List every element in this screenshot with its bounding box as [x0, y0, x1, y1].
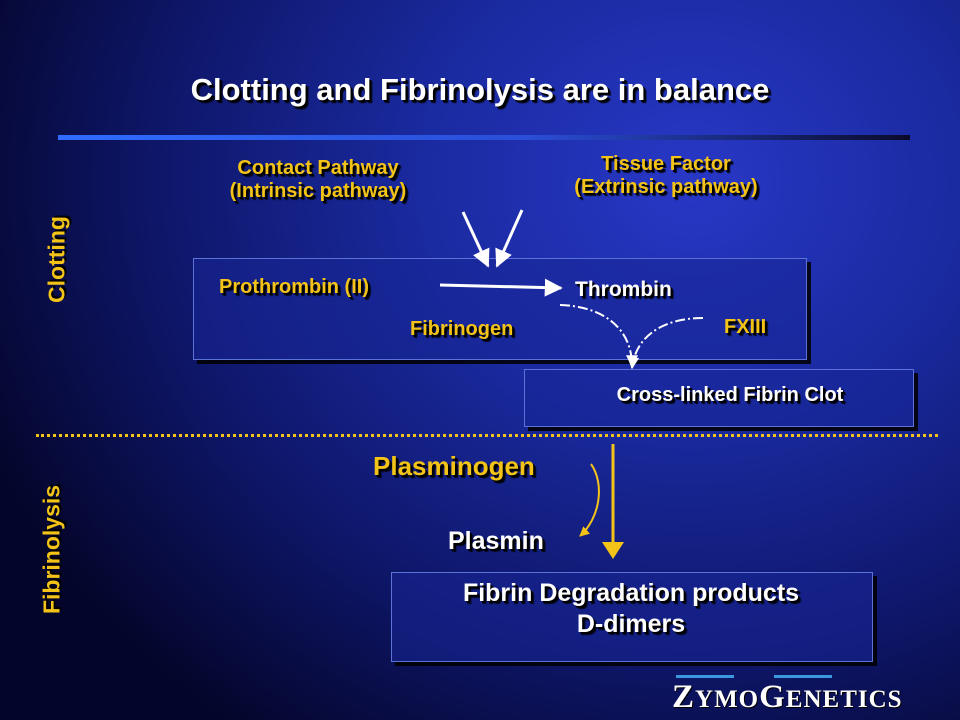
tissue-factor-line-1: Tissue Factor: [601, 153, 731, 175]
tissue-factor-label: Tissue Factor (Extrinsic pathway): [540, 153, 792, 199]
fibrinolysis-section-label: Fibrinolysis: [38, 484, 65, 615]
contact-pathway-line-1: Contact Pathway: [237, 157, 399, 179]
thrombin-label: Thrombin: [575, 278, 672, 301]
section-divider: [36, 434, 938, 437]
degradation-products-label: Fibrin Degradation products D-dimers: [391, 578, 871, 641]
thrombin-reaction-box: [193, 258, 807, 360]
tissue-factor-line-2: (Extrinsic pathway): [574, 176, 758, 198]
clot-to-products-arrow-head: [602, 542, 624, 559]
logo-text-enetics: ENETICS: [785, 686, 903, 713]
slide-title: Clotting and Fibrinolysis are in balance: [190, 72, 770, 107]
degradation-products-line-2: D-dimers: [576, 610, 686, 639]
zymogenetics-logo: ZYMOGENETICS: [672, 675, 950, 715]
title-underline: [58, 135, 910, 140]
plasminogen-label: Plasminogen: [373, 451, 535, 481]
logo-letter-z: Z: [672, 679, 696, 715]
logo-bar: [676, 675, 734, 678]
contact-pathway-label: Contact Pathway (Intrinsic pathway): [203, 157, 433, 203]
plasminogen-to-plasmin-arrow: [579, 463, 600, 537]
contact-pathway-line-2: (Intrinsic pathway): [229, 180, 407, 202]
degradation-products-line-1: Fibrin Degradation products: [462, 579, 800, 607]
fxiii-label: FXIII: [724, 316, 767, 338]
cross-linked-fibrin-clot-label: Cross-linked Fibrin Clot: [616, 384, 844, 406]
clotting-section-label: Clotting: [43, 216, 70, 303]
logo-wordmark: ZYMOGENETICS: [672, 679, 903, 716]
fibrin-clot-box: [524, 369, 914, 427]
logo-text-ymo: YMO: [695, 686, 760, 713]
plasmin-label: Plasmin: [448, 527, 544, 555]
prothrombin-label: Prothrombin (II): [219, 276, 369, 298]
degradation-products-box: [391, 572, 873, 662]
logo-letter-g: G: [759, 679, 786, 715]
logo-bar: [774, 675, 832, 678]
fibrinogen-label: Fibrinogen: [410, 318, 514, 340]
